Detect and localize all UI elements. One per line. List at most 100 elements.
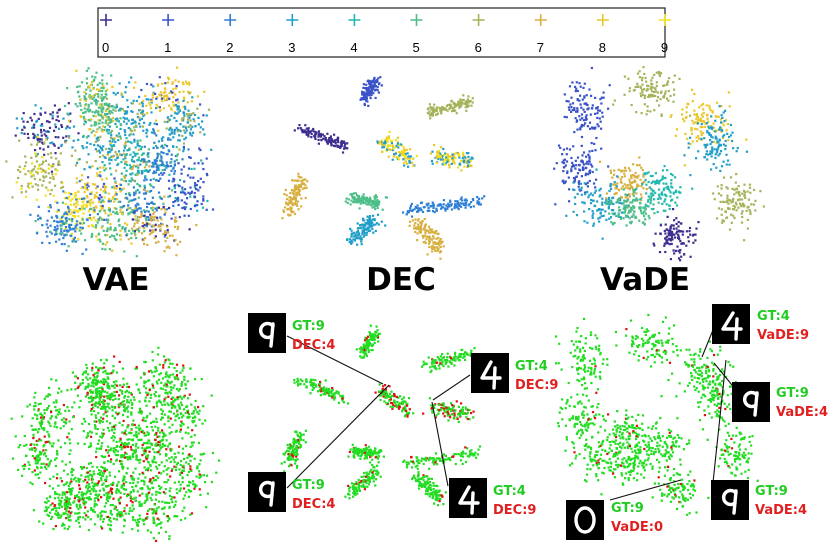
scatter-point [176,106,179,109]
scatter-point [114,181,117,184]
scatter-point [144,176,147,179]
scatter-point [371,200,374,203]
scatter-point [140,479,143,482]
scatter-point [168,506,171,509]
scatter-point [146,441,149,444]
scatter-point [38,140,41,143]
scatter-point [86,386,89,389]
scatter-point [57,439,60,442]
scatter-point [79,399,82,402]
scatter-point [83,503,86,506]
scatter-point [151,215,154,218]
scatter-point [146,202,149,205]
scatter-point [373,89,376,92]
scatter-point [191,444,194,447]
scatter-point [177,451,180,454]
scatter-point [429,228,432,232]
dec-cluster [426,94,474,120]
scatter-point [188,415,191,418]
scatter-point [416,239,419,242]
scatter-point [405,213,408,216]
scatter-point [102,402,105,405]
scatter-point [439,110,442,113]
scatter-point [102,96,105,99]
scatter-point [58,108,61,111]
scatter-point [24,155,27,158]
scatter-point [65,222,68,225]
scatter-point [45,223,48,226]
scatter-point [36,431,40,434]
scatter-point [47,514,50,518]
scatter-point [374,81,377,84]
scatter-point [145,391,148,394]
scatter-point [41,141,44,144]
scatter-point [94,148,97,151]
scatter-point [163,355,166,358]
scatter-point [327,138,331,142]
scatter-point [138,501,141,504]
scatter-point [140,112,143,115]
scatter-point [121,463,124,466]
scatter-point [87,423,91,426]
scatter-point [135,366,138,369]
scatter-point [150,101,153,104]
scatter-point [99,416,102,419]
scatter-point [65,219,68,222]
scatter-point [171,82,174,85]
scatter-point [192,112,195,115]
scatter-point [77,507,80,511]
scatter-point [116,212,119,215]
scatter-point [11,196,14,199]
scatter-point [68,514,72,517]
scatter-point [91,366,94,369]
scatter-point [189,513,192,516]
scatter-point [157,166,160,169]
scatter-point [85,496,88,499]
scatter-point [57,209,60,212]
scatter-point [118,412,121,415]
scatter-point [104,191,107,194]
scatter-point [95,391,98,394]
scatter-point [74,476,77,479]
scatter-point [154,367,158,370]
scatter-point [96,100,99,103]
scatter-point [289,201,292,204]
scatter-point [108,248,111,251]
scatter-point [145,425,149,428]
legend-marker [534,14,547,26]
scatter-point [309,130,313,133]
scatter-point [153,219,156,222]
scatter-point [103,493,106,497]
scatter-point [426,209,429,212]
scatter-point [47,130,51,133]
scatter-point [291,189,294,192]
scatter-point [154,144,158,148]
scatter-point [37,408,40,411]
scatter-point [97,138,100,141]
scatter-point [349,227,352,230]
scatter-point [168,443,171,446]
scatter-point [367,79,370,82]
scatter-point [355,235,358,238]
scatter-point [159,522,162,525]
scatter-point [134,467,137,470]
scatter-point [146,112,149,115]
scatter-point [81,218,84,221]
scatter-point [460,159,463,163]
scatter-point [107,491,110,494]
scatter-point [34,183,37,186]
scatter-point [102,466,105,469]
scatter-point [86,181,89,185]
scatter-point [453,206,456,209]
scatter-point [450,203,453,206]
scatter-point [34,462,37,465]
scatter-point [146,216,149,219]
scatter-point [456,200,459,203]
scatter-point [103,184,106,188]
vae-cluster [101,135,160,202]
scatter-point [36,462,39,465]
scatter-point [368,82,371,85]
scatter-point [130,110,133,113]
scatter-point [138,229,141,232]
scatter-point [105,167,108,170]
